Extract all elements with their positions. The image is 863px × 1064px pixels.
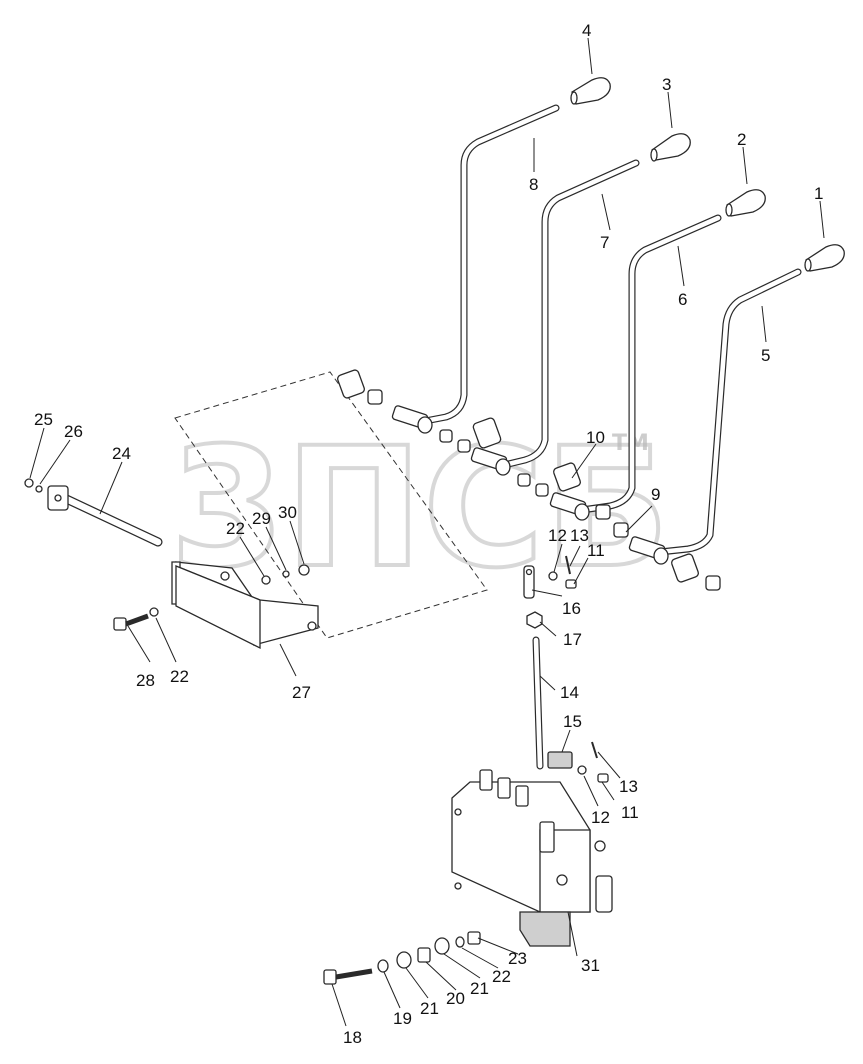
callout-31: 31 (581, 956, 600, 975)
callout-4: 4 (582, 21, 591, 40)
callout-28: 28 (136, 671, 155, 690)
callout-17: 17 (563, 630, 582, 649)
knob-1 (804, 244, 845, 272)
valve-block-31 (451, 769, 613, 947)
leader-lines (29, 37, 825, 1027)
callout-9: 9 (651, 485, 660, 504)
callout-2: 2 (737, 130, 746, 149)
callout-27: 27 (292, 683, 311, 702)
washer-12a (548, 571, 558, 581)
pivot-block-7 (470, 447, 511, 476)
lever-rod-8 (416, 104, 560, 426)
callout-8: 8 (529, 175, 538, 194)
callout-22c: 22 (492, 967, 511, 986)
callout-20: 20 (446, 989, 465, 1008)
nut-25 (24, 478, 34, 488)
callout-24: 24 (112, 444, 131, 463)
callout-labels: 4 3 2 1 8 7 6 5 9 10 12 13 11 16 17 14 1… (34, 21, 823, 1047)
callout-21a: 21 (420, 999, 439, 1018)
callout-26: 26 (64, 422, 83, 441)
callout-11a: 11 (587, 541, 605, 560)
bracket-27 (171, 561, 319, 650)
callout-7: 7 (600, 233, 609, 252)
lever-rod-6 (578, 214, 722, 514)
callout-30: 30 (278, 503, 297, 522)
knob-3 (650, 133, 691, 162)
callout-10: 10 (586, 428, 605, 447)
callout-14: 14 (560, 683, 579, 702)
knob-2 (725, 189, 766, 217)
callout-19: 19 (393, 1009, 412, 1028)
callout-6: 6 (678, 290, 687, 309)
callout-23: 23 (508, 949, 527, 968)
callout-18: 18 (343, 1028, 362, 1047)
callout-22b: 22 (170, 667, 189, 686)
callout-12a: 12 (548, 526, 567, 545)
washer-26 (35, 485, 43, 493)
callout-22a: 22 (226, 519, 245, 538)
callout-13b: 13 (619, 777, 638, 796)
pivot-block-5 (628, 536, 669, 565)
bolt-18-stack (323, 931, 481, 985)
block-15 (547, 741, 609, 783)
bolt-28-washer-22 (113, 607, 159, 631)
rod-14 (532, 636, 544, 770)
callout-15: 15 (563, 712, 582, 731)
link-16 (523, 555, 577, 599)
lever-rod-7 (496, 159, 640, 470)
dashed-mounting-outline (174, 371, 488, 639)
callout-12b: 12 (591, 808, 610, 827)
pivot-block-6 (549, 492, 590, 521)
callout-21b: 21 (470, 979, 489, 998)
washer-nut-set-22-29-30 (261, 564, 310, 585)
callout-25: 25 (34, 410, 53, 429)
knob-4 (570, 77, 611, 105)
callout-5: 5 (761, 346, 770, 365)
callout-1: 1 (814, 184, 823, 203)
shaft-24 (47, 485, 163, 547)
sleeves-row (337, 369, 721, 591)
callout-11b: 11 (621, 803, 639, 822)
lever-rod-5 (656, 268, 802, 556)
callout-3: 3 (662, 75, 671, 94)
nut-17 (526, 611, 543, 629)
callout-13a: 13 (570, 526, 589, 545)
callout-16: 16 (562, 599, 581, 618)
pivot-block-8 (391, 405, 433, 434)
callout-29: 29 (252, 509, 271, 528)
